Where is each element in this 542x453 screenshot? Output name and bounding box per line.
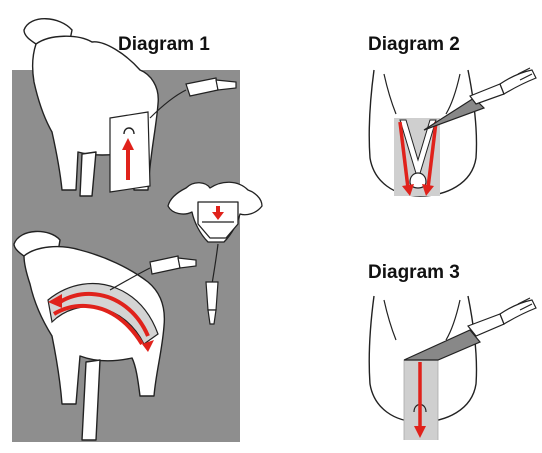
- neck-folds-3: [384, 300, 460, 340]
- diagram-3-title: Diagram 3: [368, 262, 460, 284]
- handpiece-2: [424, 68, 536, 130]
- diagram-1-title: Diagram 1: [118, 34, 210, 56]
- diagram-2-title: Diagram 2: [368, 34, 460, 56]
- diagram-3: [369, 296, 536, 440]
- diagram-2: [369, 68, 536, 196]
- diagram-1: [12, 19, 262, 442]
- neck-folds-2: [384, 74, 460, 114]
